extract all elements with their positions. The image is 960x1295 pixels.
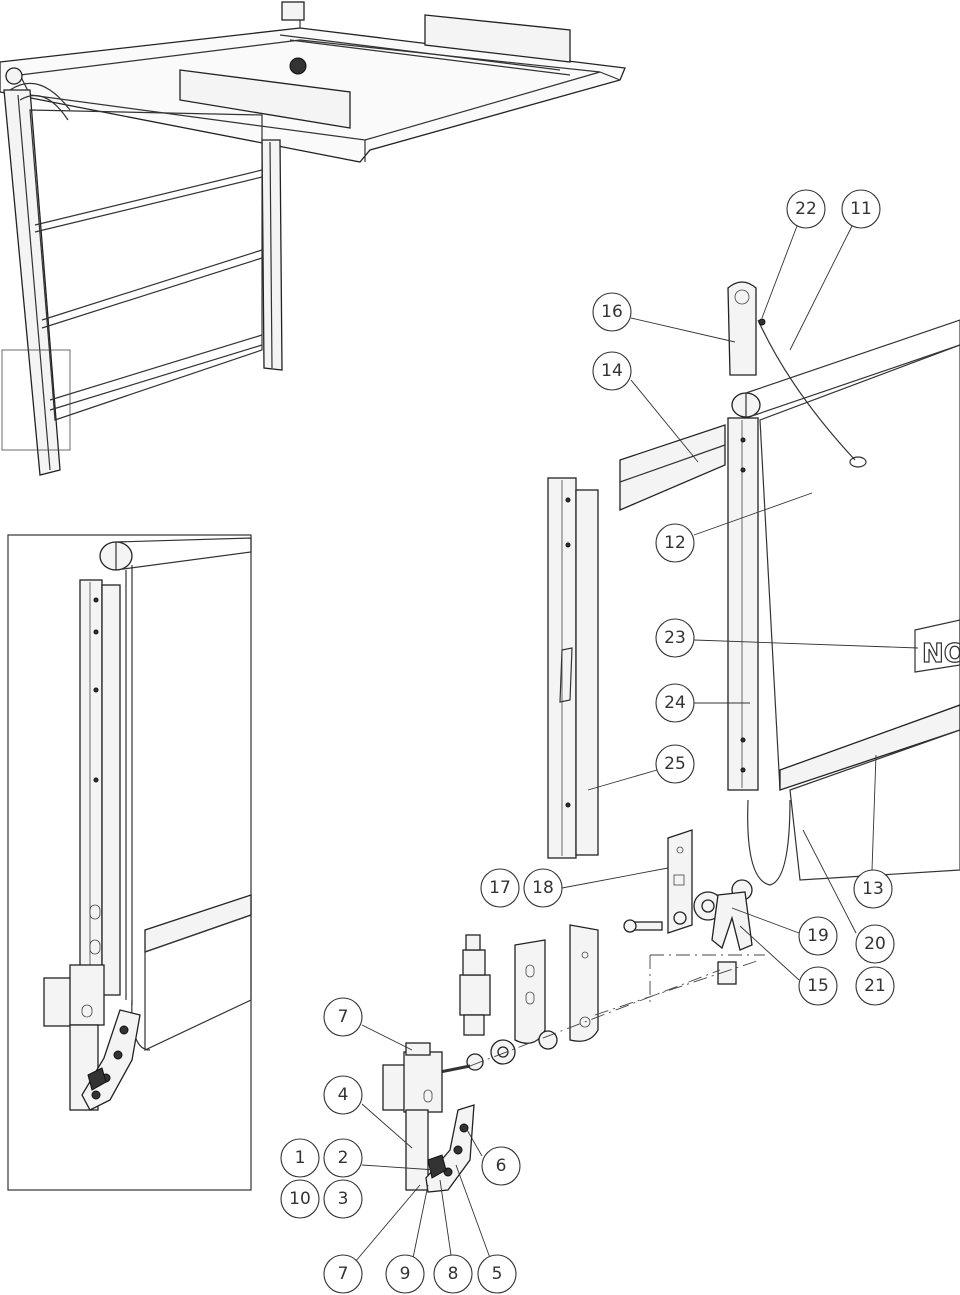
svg-text:12: 12	[664, 533, 686, 553]
callout-17: 17	[480, 868, 520, 908]
detail-view-panel	[7, 534, 252, 1191]
callout-2: 2	[323, 1138, 363, 1178]
callout-23: 23	[655, 618, 695, 658]
callout-5: 5	[477, 1254, 517, 1294]
callout-14: 14	[592, 351, 632, 391]
callout-22: 22	[786, 189, 826, 229]
callout-16: 16	[592, 292, 632, 332]
callout-8: 8	[433, 1254, 473, 1294]
svg-text:10: 10	[289, 1189, 311, 1209]
callout-21: 21	[855, 966, 895, 1006]
callout-4: 4	[323, 1075, 363, 1115]
svg-text:2: 2	[338, 1148, 349, 1168]
svg-text:23: 23	[664, 628, 686, 648]
callout-1: 1	[280, 1138, 320, 1178]
svg-text:13: 13	[862, 879, 884, 899]
callout-24: 24	[655, 683, 695, 723]
svg-text:11: 11	[850, 199, 872, 219]
svg-text:24: 24	[664, 693, 686, 713]
svg-text:8: 8	[448, 1264, 459, 1284]
callout-11: 11	[841, 189, 881, 229]
callout-6: 6	[481, 1146, 521, 1186]
callout-15: 15	[798, 966, 838, 1006]
svg-text:15: 15	[807, 976, 829, 996]
svg-text:14: 14	[601, 361, 623, 381]
panel-logo: NO	[922, 639, 960, 669]
svg-text:20: 20	[864, 934, 886, 954]
svg-text:9: 9	[400, 1264, 411, 1284]
callout-12: 12	[655, 523, 695, 563]
callout-10: 10	[280, 1179, 320, 1219]
callout-25: 25	[655, 744, 695, 784]
door-frame-overview	[0, 1, 626, 476]
svg-text:7: 7	[338, 1007, 349, 1027]
callout-9: 9	[385, 1254, 425, 1294]
svg-text:4: 4	[338, 1085, 349, 1105]
callout-13: 13	[853, 869, 893, 909]
leader-lines	[354, 225, 919, 1263]
svg-text:25: 25	[664, 754, 686, 774]
svg-text:3: 3	[338, 1189, 349, 1209]
svg-text:22: 22	[795, 199, 817, 219]
callout-3: 3	[323, 1179, 363, 1219]
callout-18: 18	[523, 868, 563, 908]
svg-text:7: 7	[338, 1264, 349, 1284]
svg-text:16: 16	[601, 302, 623, 322]
svg-text:5: 5	[492, 1264, 503, 1284]
svg-text:6: 6	[496, 1156, 507, 1176]
svg-text:19: 19	[807, 926, 829, 946]
svg-text:18: 18	[532, 878, 554, 898]
callout-7-upper: 7	[323, 997, 363, 1037]
svg-text:1: 1	[295, 1148, 306, 1168]
svg-text:17: 17	[489, 878, 511, 898]
callout-7-lower: 7	[323, 1254, 363, 1294]
callout-bubbles: 22 11 16 14 12 23 24 25 17 18 13 19 20 1…	[280, 189, 895, 1294]
callout-19: 19	[798, 916, 838, 956]
callout-20: 20	[855, 924, 895, 964]
exploded-components: NO	[382, 281, 960, 1193]
svg-text:21: 21	[864, 976, 886, 996]
